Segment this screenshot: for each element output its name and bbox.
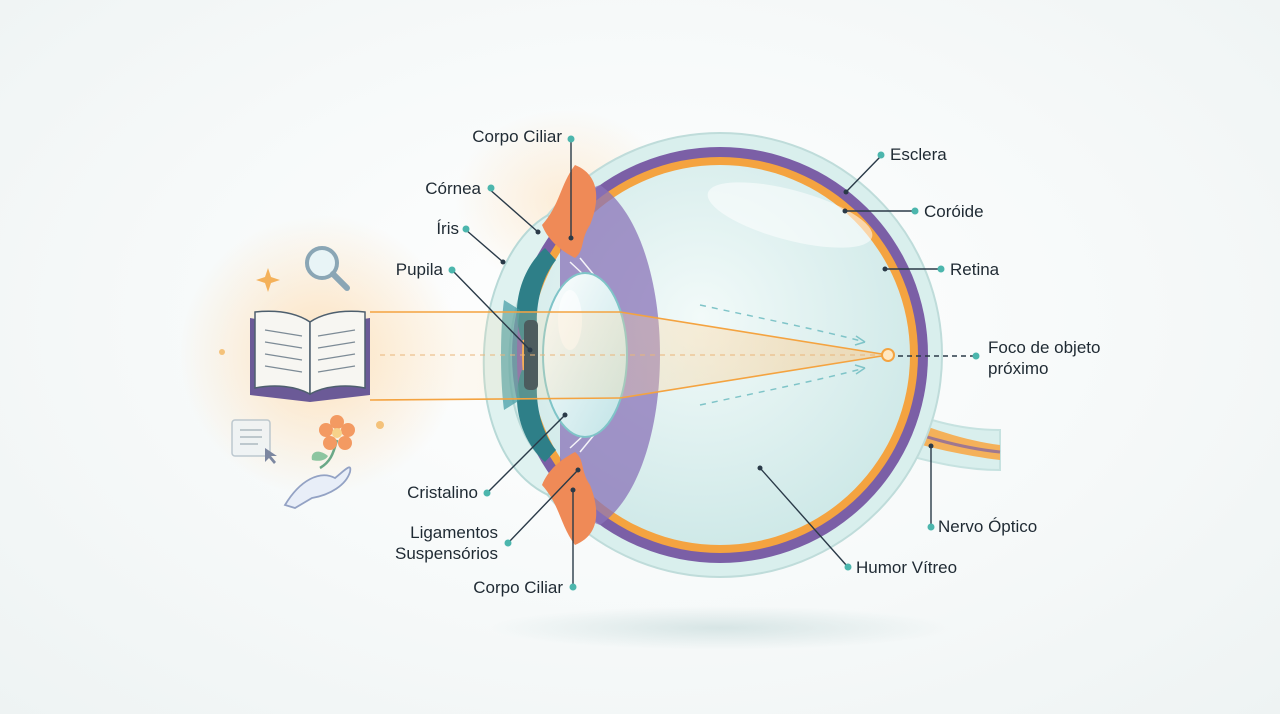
leader-lines [451,142,975,587]
label-corpo-ciliar-top: Corpo Ciliar [472,127,562,146]
ciliary-body-bottom [542,452,597,545]
magnifier-icon [305,246,350,291]
label-corpo-ciliar-bottom: Corpo Ciliar [473,578,563,597]
open-book-icon [250,310,370,402]
vitreous-highlight [707,182,873,248]
label-ligamentos-1: Ligamentos [410,523,498,542]
label-iris: Íris [436,219,459,238]
label-nervo-optico: Nervo Óptico [938,517,1037,536]
sparkle-icon [256,268,280,292]
label-retina: Retina [950,260,1000,279]
label-humor-vitreo: Humor Vítreo [856,558,957,577]
label-cristalino: Cristalino [407,483,478,502]
label-pupila: Pupila [396,260,444,279]
ground-shadow [490,606,950,650]
label-esclera: Esclera [890,145,947,164]
label-foco-1: Foco de objeto [988,338,1100,357]
label-coroide: Coróide [924,202,984,221]
sparkle-dot [219,349,225,355]
label-ligamentos-2: Suspensórios [395,544,498,563]
hand-flower-icon [283,415,355,509]
light-rays [369,311,889,401]
anchor-dots [500,189,934,493]
ciliary-body-top [542,165,597,258]
label-foco-2: próximo [988,359,1048,378]
document-cursor-icon [231,419,277,464]
sparkle-dot-2 [376,421,384,429]
focus-point [881,348,895,362]
light-beam [370,310,888,400]
label-cornea: Córnea [425,179,481,198]
label-dots [448,135,980,591]
